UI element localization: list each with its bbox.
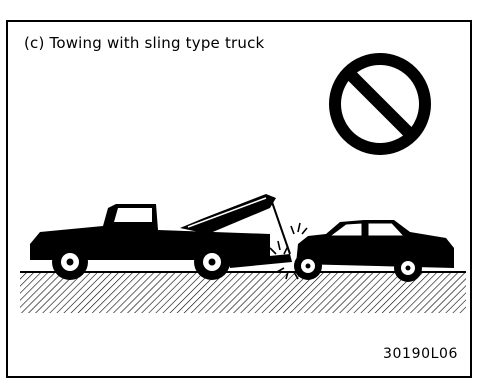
- diagram-illustration: [8, 22, 474, 380]
- tow-truck-icon: [30, 194, 292, 280]
- diagram-frame: (c) Towing with sling type truck: [6, 20, 472, 378]
- figure-code: 30190L06: [383, 346, 458, 362]
- prohibition-icon: [335, 59, 425, 149]
